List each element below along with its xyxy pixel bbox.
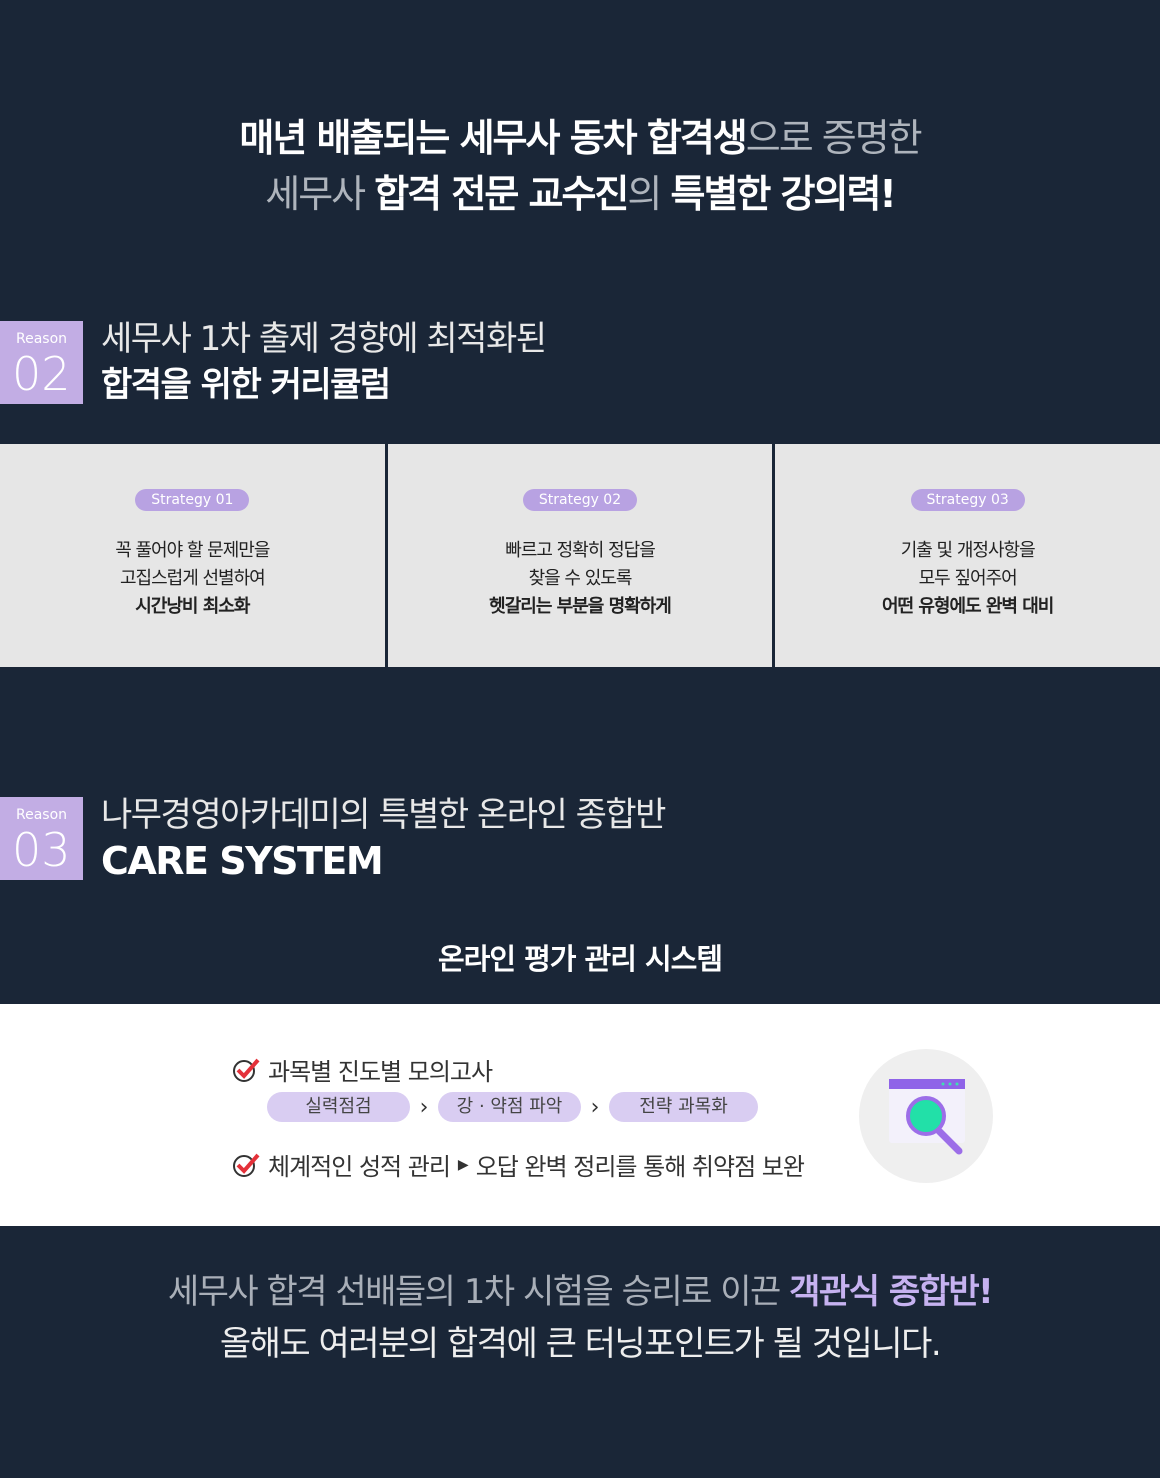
system-item-text: 과목별 진도별 모의고사 [268,1058,493,1086]
system-item: 체계적인 성적 관리 ▶ 오답 완벽 정리를 통해 취약점 보완 [232,1147,805,1182]
strategy-pill: Strategy 02 [522,489,638,511]
hero-heading: 매년 배출되는 세무사 동차 합격생으로 증명한 세무사 합격 전문 교수진의 … [0,110,1160,222]
hero-text: 특별한 강의력! [670,172,896,216]
hero-text: 세무사 [265,172,375,216]
search-illustration [859,1049,993,1183]
chevron-right-icon: › [419,1094,429,1120]
system-title: 온라인 평가 관리 시스템 [437,942,723,976]
strategy-text: 어떤 유형에도 완벽 대비 [881,596,1054,617]
step-pill: 실력점검 [267,1092,410,1122]
footer-text: 올해도 여러분의 합격에 큰 터닝포인트가 될 것입니다. [219,1324,942,1364]
check-icon [233,1153,260,1177]
section-title-line: 세무사 1차 출제 경향에 최적화된 [101,319,547,359]
reason-number: 03 [12,823,71,877]
strategy-text: 고집스럽게 선별하여 [119,568,266,589]
magnifier-window-icon [889,1079,965,1155]
strategy-text: 꼭 풀어야 할 문제만을 [115,540,270,561]
hero-text: 합격 전문 교수진 [374,172,629,216]
footer-message: 세무사 합격 선배들의 1차 시험을 승리로 이끈 객관식 종합반! 올해도 여… [0,1266,1160,1370]
strategy-pill: Strategy 03 [910,489,1025,511]
system-panel: 과목별 진도별 모의고사 실력점검 › 강 · 약점 파악 › 전략 과목화 체계적… [0,1004,1160,1226]
strategy-text: 헷갈리는 부분을 명확하게 [489,596,672,617]
reason-label: Reason [16,331,68,347]
section-title-line: 나무경영아카데미의 특별한 온라인 종합반 [101,795,666,835]
step-pill: 전략 과목화 [609,1092,758,1122]
chevron-right-icon: › [590,1094,600,1120]
strategy-text: 모두 짚어주어 [918,568,1018,589]
hero-text: 으로 증명한 [745,116,923,160]
strategy-text: 시간낭비 최소화 [135,596,250,617]
system-item-text: 오답 완벽 정리를 통해 취약점 보완 [475,1153,805,1181]
footer-highlight: 객관식 종합반! [789,1272,994,1312]
system-item: 과목별 진도별 모의고사 [232,1052,493,1087]
reason-number: 02 [12,347,71,401]
step-flow: 실력점검 › 강 · 약점 파악 › 전략 과목화 [267,1092,758,1122]
system-item-text: 체계적인 성적 관리 [268,1153,451,1181]
hero-text: 매년 배출되는 세무사 동차 합격생 [239,116,747,160]
footer-text: 세무사 합격 선배들의 1차 시험을 승리로 이끈 [167,1272,790,1312]
strategy-text: 빠르고 정확히 정답을 [505,540,655,561]
strategy-text: 기출 및 개정사항을 [900,540,1036,561]
hero-text: 의 [627,172,671,216]
triangle-right-icon: ▶ [457,1156,469,1173]
step-pill: 강 · 약점 파악 [438,1092,581,1122]
check-icon [233,1058,260,1082]
section-title-line: CARE SYSTEM [101,839,384,883]
reason-label: Reason [16,807,68,823]
strategy-pill: Strategy 01 [135,489,250,511]
strategy-text: 찾을 수 있도록 [528,568,633,589]
section-title-line: 합격을 위한 커리큘럼 [101,365,391,405]
